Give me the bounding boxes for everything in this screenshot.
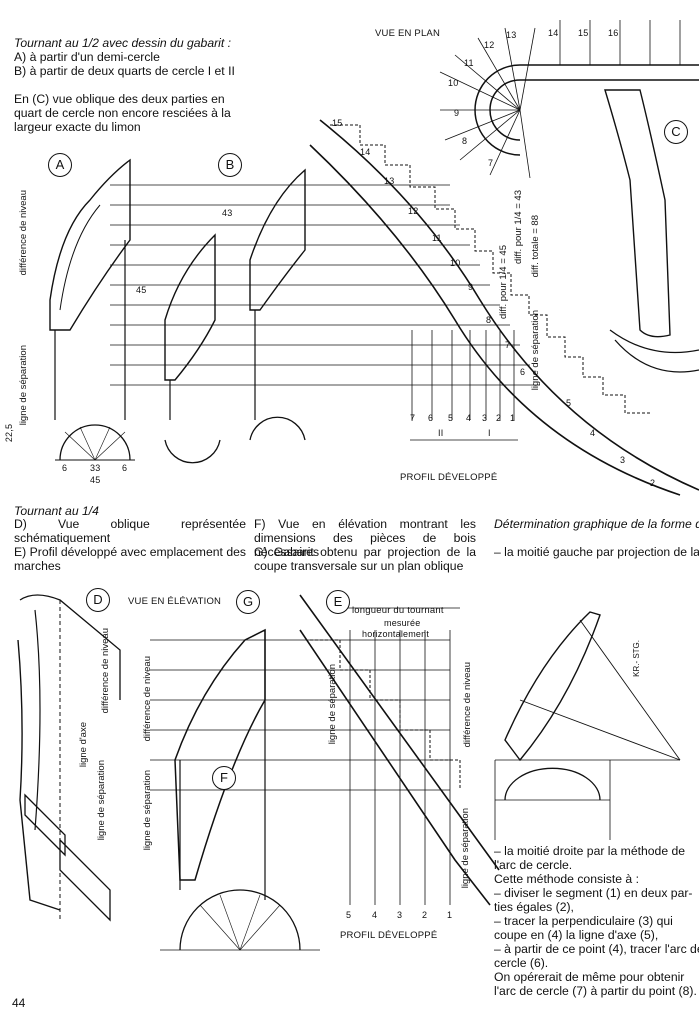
figure-label-g: G: [236, 590, 260, 614]
bottom-step-1: 1: [447, 910, 453, 920]
caption-f: F) Vue en élévation montrant les dimensi…: [254, 517, 476, 559]
dim-6-right: 6: [122, 463, 128, 473]
plan-step-7: 7: [488, 158, 494, 168]
label-ligne-separation-f: ligne de séparation: [142, 770, 153, 851]
page-number: 44: [12, 996, 26, 1010]
dim-45: 45: [90, 475, 101, 485]
label-diff-totale: diff. totale = 88: [530, 215, 541, 278]
figure-label-b: B: [218, 153, 242, 177]
step-4: 4: [466, 413, 472, 423]
plan-step-9: 9: [454, 108, 460, 118]
label-diff-45: diff. pour 1/4 = 45: [498, 245, 509, 320]
caption-d: D) Vue oblique représentée schématiqueme…: [14, 517, 246, 545]
bottom-step-4: 4: [372, 910, 378, 920]
figure-label-c: C: [664, 120, 688, 144]
intro-c: En (C) vue oblique des deux parties en q…: [14, 92, 231, 134]
label-ligne-separation-e: ligne de séparation: [327, 664, 338, 745]
bottom-step-2: 2: [422, 910, 428, 920]
step-1: 1: [510, 413, 516, 423]
method-line: – la moitié droite par la méthode de: [494, 844, 686, 858]
caption-determination-1: – la moitié gauche par projection de la …: [494, 545, 699, 559]
method-line: cercle (6).: [494, 956, 549, 970]
label-ligne-separation-e2: ligne de séparation: [460, 808, 471, 889]
profile-step-4: 4: [590, 428, 596, 438]
profile-step-6: 6: [520, 367, 526, 377]
label-diff-43: diff. pour 1/4 = 43: [513, 190, 524, 265]
dim-43: 43: [222, 208, 233, 218]
method-line: ties égales (2),: [494, 900, 574, 914]
label-longueur-tournant: longueur du tournant: [352, 605, 444, 616]
label-mesuree: mesurée: [384, 618, 421, 628]
plan-step-8: 8: [462, 136, 468, 146]
intro-b: B) à partir de deux quarts de cercle I e…: [14, 64, 235, 78]
method-line: Cette méthode consiste à :: [494, 872, 639, 886]
label-ligne-separation-right: ligne de séparation: [530, 310, 541, 391]
bottom-step-3: 3: [397, 910, 403, 920]
label-profil-developpe-bottom: PROFIL DÉVELOPPÉ: [340, 930, 438, 941]
method-line: l'arc de cercle (7) à partir du point (8…: [494, 984, 697, 998]
plan-step-16: 16: [608, 28, 619, 38]
profile-step-9: 9: [468, 282, 474, 292]
method-line: – tracer la perpendiculaire (3) qui: [494, 914, 673, 928]
profile-step-12: 12: [408, 206, 419, 216]
profile-step-11: 11: [432, 233, 442, 243]
label-kr-stg: KR.- STG.: [632, 640, 641, 677]
method-explanation: – la moitié droite par la méthode de l'a…: [494, 844, 699, 998]
caption-e: E) Profil développé avec emplacement des…: [14, 545, 246, 573]
bottom-step-5: 5: [346, 910, 352, 920]
profile-step-3: 3: [620, 455, 626, 465]
figure-label-f: F: [212, 766, 236, 790]
intro-title: Tournant au 1/2 avec dessin du gabarit :: [14, 36, 232, 50]
profile-step-5: 5: [566, 398, 572, 408]
caption-g: G) Gabarit obtenu par projection de la c…: [254, 545, 476, 573]
label-difference-niveau-top: différence de niveau: [18, 190, 29, 276]
profile-step-7: 7: [505, 340, 511, 350]
plan-step-12: 12: [484, 40, 495, 50]
label-horizontalement: horizontalement: [362, 629, 430, 639]
plan-step-15: 15: [578, 28, 589, 38]
caption-determination-title: Détermination graphique de la forme du g…: [494, 517, 699, 531]
method-line: On opérerait de même pour obtenir: [494, 970, 685, 984]
label-ligne-axe: ligne d'axe: [78, 722, 89, 768]
method-line: coupe en (4) la ligne d'axe (5),: [494, 928, 659, 942]
method-line: – diviser le segment (1) en deux par-: [494, 886, 693, 900]
profile-step-15: 15: [332, 118, 343, 128]
dim-45-b: 45: [136, 285, 147, 295]
label-ligne-separation-top: ligne de séparation: [18, 345, 29, 426]
label-vue-en-plan: VUE EN PLAN: [375, 28, 441, 39]
profile-step-13: 13: [384, 176, 395, 186]
title-quarter-turn: Tournant au 1/4: [14, 504, 99, 518]
profile-step-2: 2: [650, 478, 656, 488]
step-7: 7: [410, 413, 416, 423]
roman-i: I: [488, 428, 491, 438]
figure-label-a: A: [48, 153, 72, 177]
step-5: 5: [448, 413, 454, 423]
step-3: 3: [482, 413, 488, 423]
label-difference-niveau-e: différence de niveau: [462, 662, 473, 748]
label-difference-niveau-d: différence de niveau: [100, 628, 111, 714]
plan-step-13: 13: [506, 30, 517, 40]
profile-step-14: 14: [360, 147, 371, 157]
label-ligne-separation-d: ligne de séparation: [96, 760, 107, 841]
label-vue-en-elevation: VUE EN ÉLÉVATION: [128, 596, 222, 607]
dim-22-5: 22,5: [4, 423, 15, 443]
intro-a: A) à partir d'un demi-cercle: [14, 50, 160, 64]
dim-6-left: 6: [62, 463, 68, 473]
label-difference-niveau-g: différence de niveau: [142, 656, 153, 742]
plan-step-14: 14: [548, 28, 559, 38]
roman-ii: II: [438, 428, 444, 438]
profile-step-8: 8: [486, 315, 492, 325]
plan-step-10: 10: [448, 78, 459, 88]
method-line: – à partir de ce point (4), tracer l'arc…: [494, 942, 699, 956]
step-6: 6: [428, 413, 434, 423]
plan-step-11: 11: [464, 58, 474, 68]
profile-step-10: 10: [450, 258, 461, 268]
figure-label-d: D: [86, 588, 110, 612]
figure-label-e: E: [326, 590, 350, 614]
dim-33: 33: [90, 463, 101, 473]
step-2: 2: [496, 413, 502, 423]
method-line: l'arc de cercle.: [494, 858, 573, 872]
label-profil-developpe-top: PROFIL DÉVELOPPÉ: [400, 472, 498, 483]
